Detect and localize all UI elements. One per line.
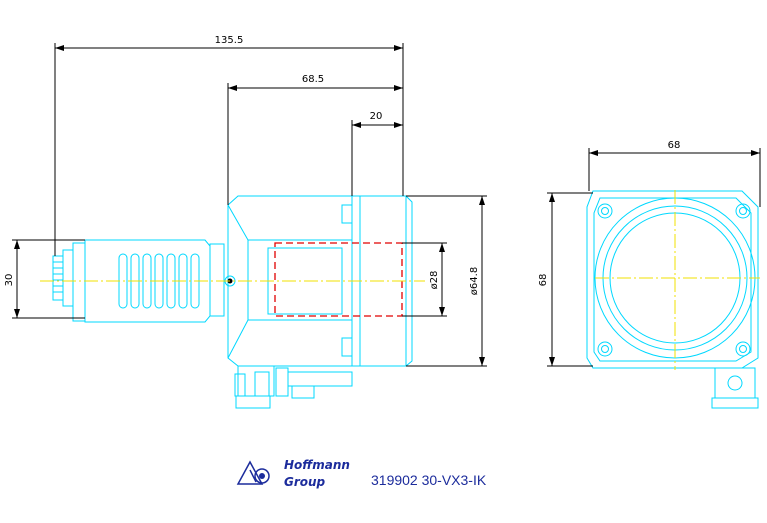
bottom-fittings — [234, 365, 353, 409]
part-number: 319902 30-VX3-IK — [371, 472, 487, 488]
company-logo: Hoffmann Group — [236, 458, 350, 489]
logo-line1: Hoffmann — [284, 458, 350, 472]
logo-line2: Group — [284, 475, 326, 489]
dim-flange-length: 20 — [370, 111, 383, 122]
dim-body-length: 68.5 — [302, 74, 324, 85]
dim-overall-length: 135.5 — [215, 35, 244, 46]
dim-bore-diameter: ø28 — [429, 271, 440, 290]
end-view — [586, 190, 760, 409]
side-view — [40, 195, 425, 409]
dim-end-height: 68 — [538, 274, 549, 287]
logo-emblem-icon — [236, 460, 270, 485]
hidden-bore-outline — [274, 242, 403, 317]
dimension-lines — [12, 43, 761, 367]
dim-flange-diameter: ø64.8 — [469, 267, 480, 295]
dim-end-width: 68 — [668, 140, 681, 151]
shank-collar — [52, 242, 86, 322]
dim-shank-height: 30 — [4, 274, 15, 287]
